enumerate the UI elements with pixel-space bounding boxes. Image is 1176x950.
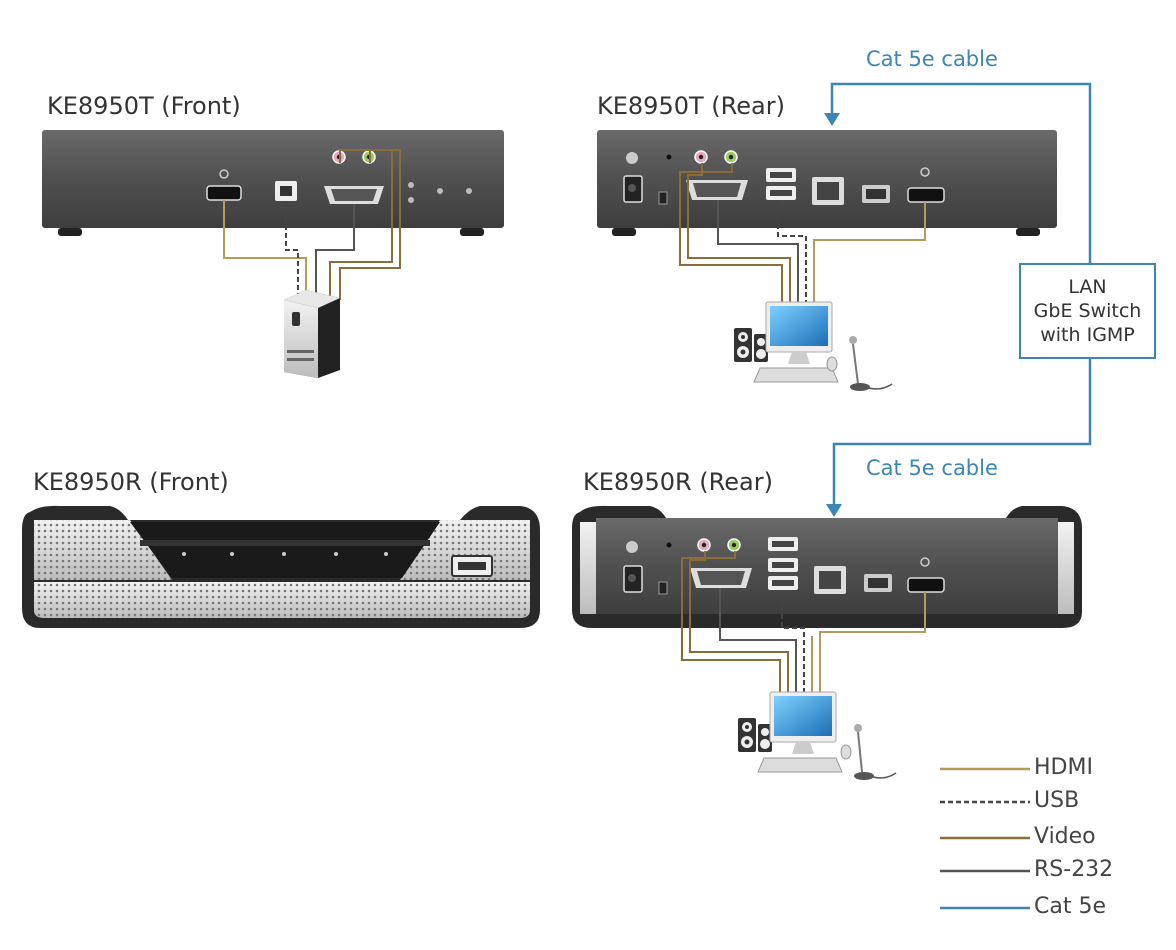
workstation-icon-2 xyxy=(738,691,897,780)
ke8950t-front-device xyxy=(42,130,504,236)
cat5e-cable-top xyxy=(830,82,1092,263)
tx-rear-cables xyxy=(679,163,926,302)
cat5e-cable-bottom xyxy=(832,359,1092,505)
rx-front-title: KE8950R (Front) xyxy=(33,468,229,496)
ke8950r-front-device xyxy=(22,505,540,628)
switch-line-1: LAN xyxy=(1068,276,1107,298)
ke8950t-rear-device xyxy=(597,130,1057,236)
tx-front-title: KE8950T (Front) xyxy=(47,92,241,120)
rx-rear-cables xyxy=(681,551,926,694)
legend-label-rs232: RS-232 xyxy=(1034,857,1114,882)
ke8950r-rear-device xyxy=(572,505,1082,628)
legend-label-hdmi: HDMI xyxy=(1034,755,1093,780)
legend-label-usb: USB xyxy=(1034,788,1080,813)
legend xyxy=(940,767,1030,910)
legend-label-cat5e: Cat 5e xyxy=(1034,894,1106,919)
cat5e-arrow-bottom xyxy=(826,504,842,517)
cat5e-arrow-top xyxy=(824,113,840,126)
tx-front-cables xyxy=(223,149,401,300)
rx-rear-title: KE8950R (Rear) xyxy=(583,468,773,496)
workstation-icon-1 xyxy=(734,301,893,391)
switch-line-2: GbE Switch xyxy=(1033,300,1142,322)
cat5e-cable-label-bottom: Cat 5e cable xyxy=(866,456,998,480)
tx-rear-title: KE8950T (Rear) xyxy=(597,92,785,120)
switch-line-3: with IGMP xyxy=(1040,324,1135,346)
cat5e-cable-label-top: Cat 5e cable xyxy=(866,47,998,71)
lan-switch-box: LAN GbE Switch with IGMP xyxy=(1019,263,1156,359)
pc-tower-icon xyxy=(284,290,340,378)
legend-label-video: Video xyxy=(1034,824,1096,849)
